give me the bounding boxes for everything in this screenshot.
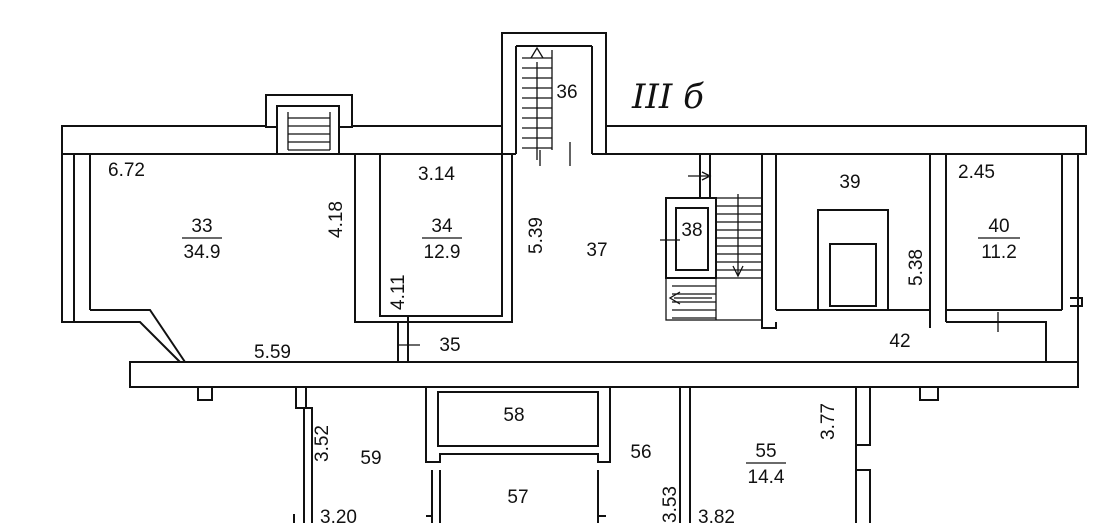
room-40-area: 11.2 (981, 242, 1017, 263)
room-labels: 33 34.9 34 12.9 35 36 37 38 39 40 11.2 4… (184, 82, 1017, 508)
dimension-5-39: 5.39 (526, 217, 547, 254)
room-55-area: 14.4 (748, 467, 785, 488)
dimension-3-82: 3.82 (698, 507, 735, 523)
room-56-number: 56 (630, 442, 651, 463)
dimension-3-53: 3.53 (660, 486, 681, 523)
dimension-4-18: 4.18 (326, 201, 347, 238)
handwritten-annotation: III б (631, 77, 704, 117)
room-55-number: 55 (755, 441, 776, 462)
fraction-bars (182, 237, 1020, 464)
dimension-3-14: 3.14 (418, 164, 455, 185)
room-33-number: 33 (191, 216, 212, 237)
dimension-2-45: 2.45 (958, 162, 995, 183)
room-58-number: 58 (503, 405, 524, 426)
dimension-3-77: 3.77 (818, 403, 839, 440)
dimension-5-38: 5.38 (906, 249, 927, 286)
dimension-labels: 6.72 4.18 5.59 3.14 4.11 5.39 2.45 5.38 … (108, 160, 995, 523)
dimension-5-59: 5.59 (254, 342, 291, 363)
door-marks (398, 142, 999, 346)
dimension-4-11: 4.11 (388, 274, 409, 310)
room-33-area: 34.9 (184, 242, 221, 263)
dimension-6-72: 6.72 (108, 160, 145, 181)
room-40-number: 40 (988, 216, 1009, 237)
dimension-3-20: 3.20 (320, 507, 357, 523)
room-36-number: 36 (556, 82, 577, 103)
room-34-area: 12.9 (424, 242, 461, 263)
room-35-number: 35 (439, 335, 460, 356)
room-37-number: 37 (586, 240, 607, 261)
room-39-number: 39 (839, 172, 860, 193)
room-59-number: 59 (360, 448, 381, 469)
stair-treads (287, 46, 762, 320)
room-38-number: 38 (681, 220, 702, 241)
dimension-3-52: 3.52 (312, 425, 333, 462)
room-42-number: 42 (889, 331, 910, 352)
walls (61, 32, 1087, 523)
room-57-number: 57 (507, 487, 528, 508)
room-34-number: 34 (431, 216, 453, 237)
handwritten-note: III б (631, 77, 704, 117)
